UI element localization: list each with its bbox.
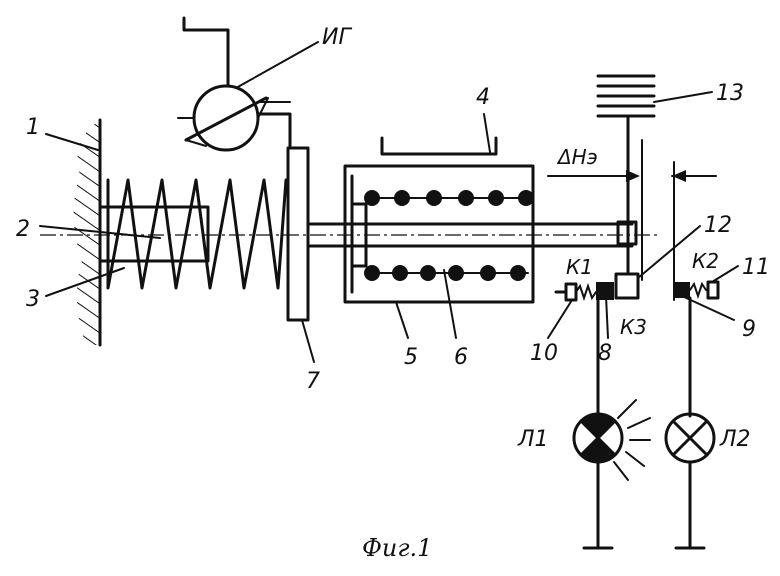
upper-ball-row xyxy=(364,190,534,206)
pressure-plate xyxy=(288,148,308,320)
compression-spring xyxy=(108,180,286,288)
gap-dimension xyxy=(548,162,716,300)
label-ig: ИГ xyxy=(322,25,352,50)
label-1: 1 xyxy=(26,115,40,140)
bearing-housing xyxy=(345,166,533,302)
cover-leader xyxy=(484,114,490,152)
label-10: 10 xyxy=(530,341,558,366)
ground-leader xyxy=(654,92,712,102)
label-2: 2 xyxy=(16,217,30,242)
label-6: 6 xyxy=(454,345,468,370)
label-5: 5 xyxy=(404,345,418,370)
label-delta-h: ΔНэ xyxy=(556,145,598,169)
lamp-l2-off xyxy=(666,414,714,462)
label-11: 11 xyxy=(742,255,770,280)
label-l2: Л2 xyxy=(719,427,751,452)
label-9: 9 xyxy=(742,317,756,342)
label-4: 4 xyxy=(476,85,490,110)
label-3: 3 xyxy=(26,287,40,312)
label-7: 7 xyxy=(306,369,320,394)
gyro-bracket xyxy=(258,114,290,148)
top-ground-symbol xyxy=(598,76,654,116)
top-cover xyxy=(382,138,496,154)
label-13: 13 xyxy=(716,81,744,106)
label-k2: К2 xyxy=(692,249,719,273)
lamp-l1-lit xyxy=(574,400,650,480)
ig-leader xyxy=(236,42,318,88)
contact-k2 xyxy=(674,282,718,298)
contact-k3-block xyxy=(616,274,638,298)
label-l1: Л1 xyxy=(517,427,549,452)
label-k3: К3 xyxy=(620,315,647,339)
label-8: 8 xyxy=(598,341,612,366)
integrating-gyro xyxy=(178,18,268,150)
figure-caption: Фиг.1 xyxy=(362,534,432,562)
label-k1: К1 xyxy=(566,255,593,279)
label-12: 12 xyxy=(704,213,732,238)
